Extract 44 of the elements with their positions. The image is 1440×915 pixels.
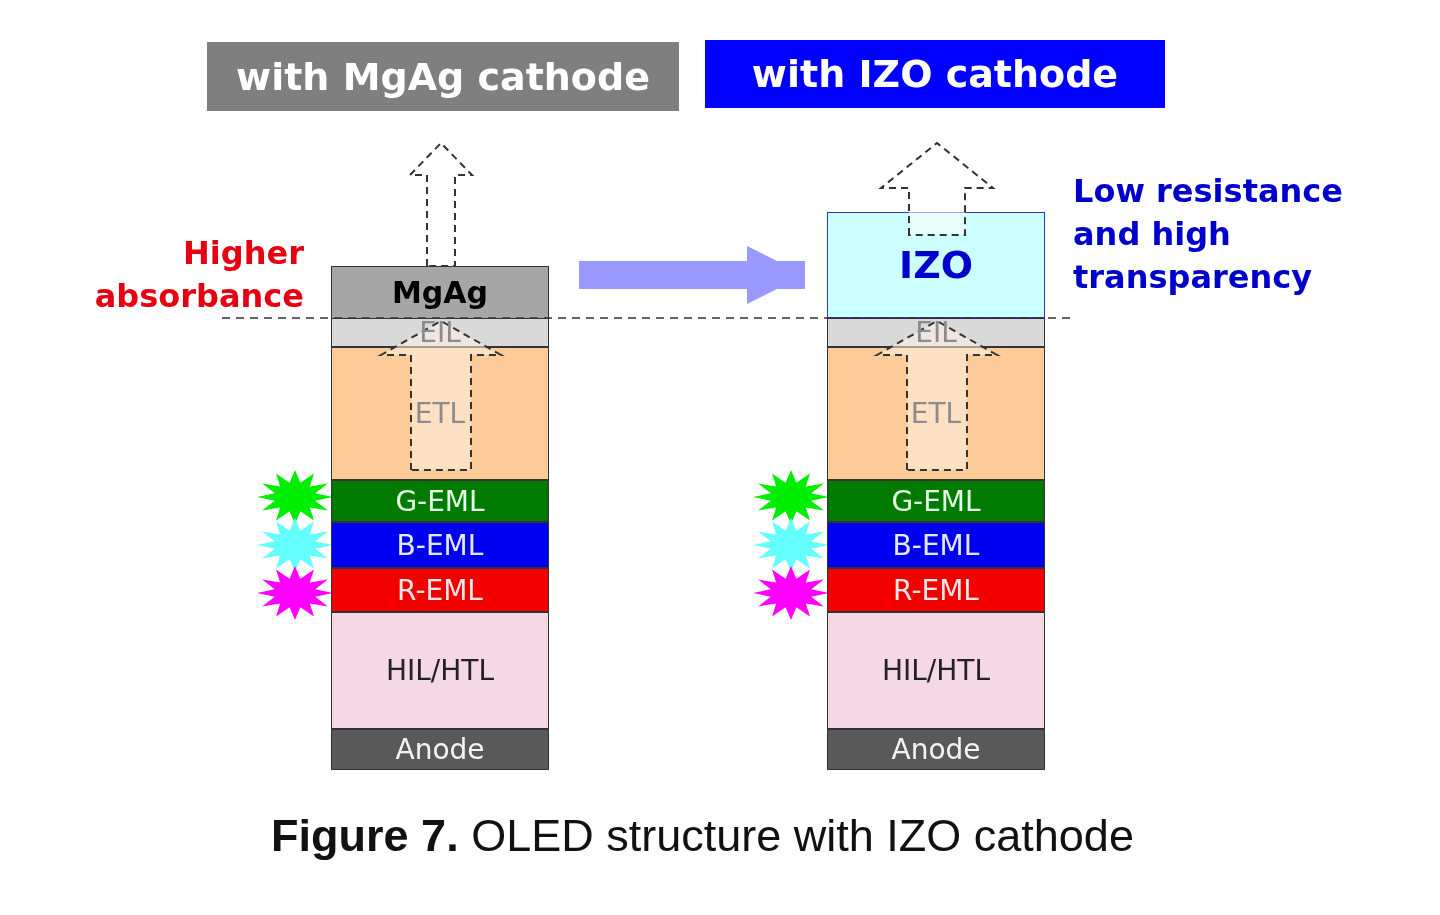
layer-label: with MgAg cathode [236,54,650,99]
layer-band [827,347,1045,480]
layer-band [827,729,1045,770]
block-arrow [873,319,1001,471]
layer-label: R-EML [893,573,979,607]
layer-band [827,612,1045,729]
layer-label: HIL/HTL [385,654,495,687]
layer-label: R-EML [397,573,483,607]
layer-label: MgAg [392,275,488,310]
layer-label: Anode [395,733,485,766]
block-arrow [579,246,805,304]
layer-label: B-EML [396,528,484,562]
layer-band [331,318,549,347]
side-note: Low resistance and high transparency [1073,171,1344,298]
block-arrow [407,141,475,267]
heading-banner [705,40,1165,108]
layer-band [827,568,1045,612]
layer-label: HIL/HTL [881,654,991,687]
layer-label: B-EML [892,528,980,562]
block-arrow [878,141,996,236]
cathode-layer [827,212,1045,318]
cathode-layer [331,266,549,319]
layer-band [331,729,549,770]
layer-band [331,568,549,612]
layer-band [331,612,549,729]
layer-label: ETL [910,397,962,430]
heading-banner [207,42,679,111]
layer-label: EIL [915,316,957,349]
layer-band [331,480,549,522]
layer-band [827,522,1045,568]
layer-label: G-EML [891,484,981,518]
layer-band [827,318,1045,347]
layer-label: EIL [419,316,461,349]
layer-band [331,522,549,568]
layer-band [331,347,549,480]
side-note: Higher absorbance [93,233,304,317]
layer-label: G-EML [395,484,485,518]
block-arrow [377,319,505,471]
layer-label: with IZO cathode [751,52,1119,96]
layer-label: Anode [891,733,981,766]
figure-caption: Figure 7. OLED structure with IZO cathode [270,810,1135,862]
layer-label: IZO [899,243,973,287]
layer-band [827,480,1045,522]
layer-label: ETL [414,397,466,430]
